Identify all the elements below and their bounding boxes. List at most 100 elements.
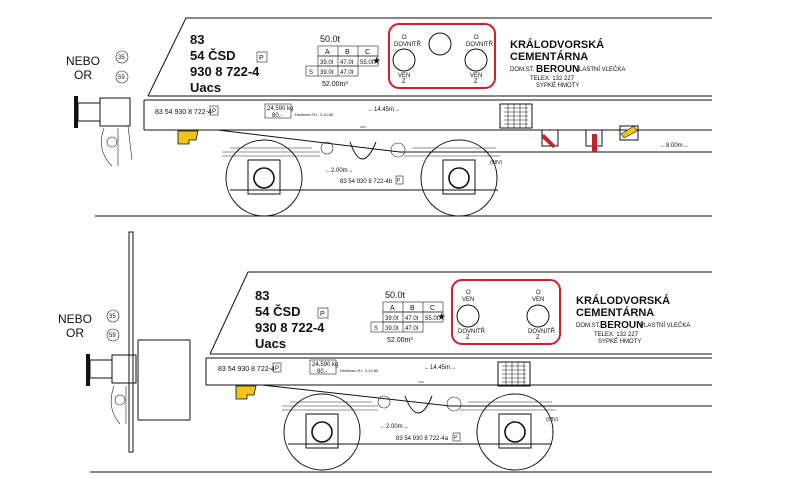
row1-b: 47.0t [340,60,354,66]
disc-35-label-2: 35 [109,314,116,320]
tank-top-outline-2 [209,271,712,355]
grille-b [497,361,531,387]
dist-right-label: ←8.00m→ [660,143,689,149]
reg-line-2: 54 ČSD [190,48,236,63]
load-grid-top: 50.0t A B C 39.0t 47.0t 55.0t S 39.0t 47… [305,34,381,88]
dom-st-label-b: DOM.ST. [576,323,601,329]
bogie-number: 83 54 930 8 722-4b [340,179,393,185]
disc-59-icon [115,70,129,84]
panel-bottom: NEBO OR 35 59 83 54 ČSD 930 8 722-4 Uacs… [58,231,712,473]
or-label-2: OR [66,326,84,340]
star-icon: ★ [372,56,381,67]
tank-top-outline [147,17,712,97]
disc-35-icon [115,50,129,64]
grille [499,103,533,129]
hatch-label-tr-b: VEN [532,297,544,303]
reg-line-3-b: 930 8 722-4 [255,320,325,335]
or-label: OR [74,68,92,82]
p-mark-box-b [317,307,329,319]
row2-a: 39.0t [320,70,334,76]
company-name-1: KRÁLODVORSKÁ [510,38,604,51]
pole [128,231,134,453]
col-a: A [325,49,330,56]
row1-c: 55.0t [360,60,374,66]
row2-s: S [309,70,313,76]
row1-a: 39.0t [320,60,334,66]
nebo-label: NEBO [66,54,100,68]
hatch-o-left: O [402,35,407,41]
hatch-panel-top: O DOVNITŘ O DOVNITŘ VEN Z VEN Z [388,23,496,89]
row1-a-b: 39.0t [385,316,399,322]
company-name-2-b: CEMENTÁRNA [576,306,654,319]
company-name-1-b: KRÁLODVORSKÁ [576,294,670,307]
reg-line-2-b: 54 ČSD [255,304,301,319]
capacity-label-b: 50.0t [385,290,406,300]
row1-c-b: 55.0t [425,316,439,322]
lever-yellow [620,125,638,139]
row2-a-b: 39.0t [385,326,399,332]
disc-59-label-2: 59 [109,333,116,339]
hatch-label-br: VEN [470,73,482,79]
disc-35-icon-2 [106,309,120,323]
bogie-p-b: P [454,435,458,441]
weight-box [264,103,292,119]
hatch-z-right-b: Z [536,335,540,341]
hatch-o-right: O [474,35,479,41]
dom-st-label: DOM.ST. [510,67,535,73]
reg-line-4-b: Uacs [255,336,286,351]
highlight-frame-b [451,279,561,345]
col-c-b: C [430,305,435,312]
volume-label-b: 52.00m³ [387,337,413,344]
hook-yellow-b [235,385,257,400]
bogie-mark: (08V) [490,160,503,166]
reg-line-3: 930 8 722-4 [190,64,260,79]
bogie-dist-label-b: ←2.00m→ [380,424,409,430]
weight-bottom: 80.- [272,113,282,119]
p-mark-b: P [320,311,325,318]
lever-box-3 [619,125,639,141]
frame-outline-2 [205,357,712,386]
siding-label-b: VLASTNÍ VLEČKA [640,322,690,329]
nebo-label-2: NEBO [58,312,92,326]
lever-box-1 [541,129,559,147]
row2-b: 47.0t [340,70,354,76]
frame-p-mark: P [212,109,216,115]
row1-b-b: 47.0t [405,316,419,322]
col-b: B [345,49,350,56]
hatch-z-right: Z [474,79,478,85]
frame-number-b: 83 54 930 8 722-4 [218,366,275,373]
disc-59-label: 59 [118,75,125,81]
city-label: BEROUN [536,64,579,75]
disc-59-icon-2 [106,328,120,342]
reg-line-1: 83 [190,32,204,47]
frame-p-mark-b: P [275,366,279,372]
hatch-z-left: Z [402,79,406,85]
frame-number: 83 54 930 8 722-4 [155,109,212,116]
frame-outline [143,99,712,131]
hatch-label-tr: DOVNITŘ [466,40,494,48]
hatch-label-bl-b: DOVNITŘ [458,327,486,335]
col-a-b: A [390,305,395,312]
buffer-housing [137,339,191,421]
capacity-label: 50.0t [320,34,341,44]
hook-yellow [177,130,199,145]
row2-s-b: S [374,326,378,332]
weight-top: 24,590 kg [267,106,293,112]
weight-bottom-b: 80.- [317,369,327,375]
weight-top-b: 24,590 kg [312,362,338,368]
bogie-mark-b: (08V) [546,417,559,423]
disc-35-label: 35 [118,55,125,61]
frame-slope-2 [261,384,712,407]
length-label: ←14.45m→ [368,107,400,113]
load-grid-bottom: 50.0t A B C 39.0t 47.0t 55.0t S 39.0t 47… [370,290,446,344]
reg-line-1-b: 83 [255,288,269,303]
frame-slope [217,129,712,153]
row2-b-b: 47.0t [405,326,419,332]
city-label-b: BEROUN [600,320,643,331]
cargo-label-b: SYPKÉ HMOTY [598,338,641,345]
bogie-dist-label: ←2.00m→ [325,168,354,174]
buffer-bottom [86,354,137,425]
cargo-label: SYPKÉ HMOTY [536,82,579,89]
telex-label: TELEX: 132 227 [530,76,575,82]
